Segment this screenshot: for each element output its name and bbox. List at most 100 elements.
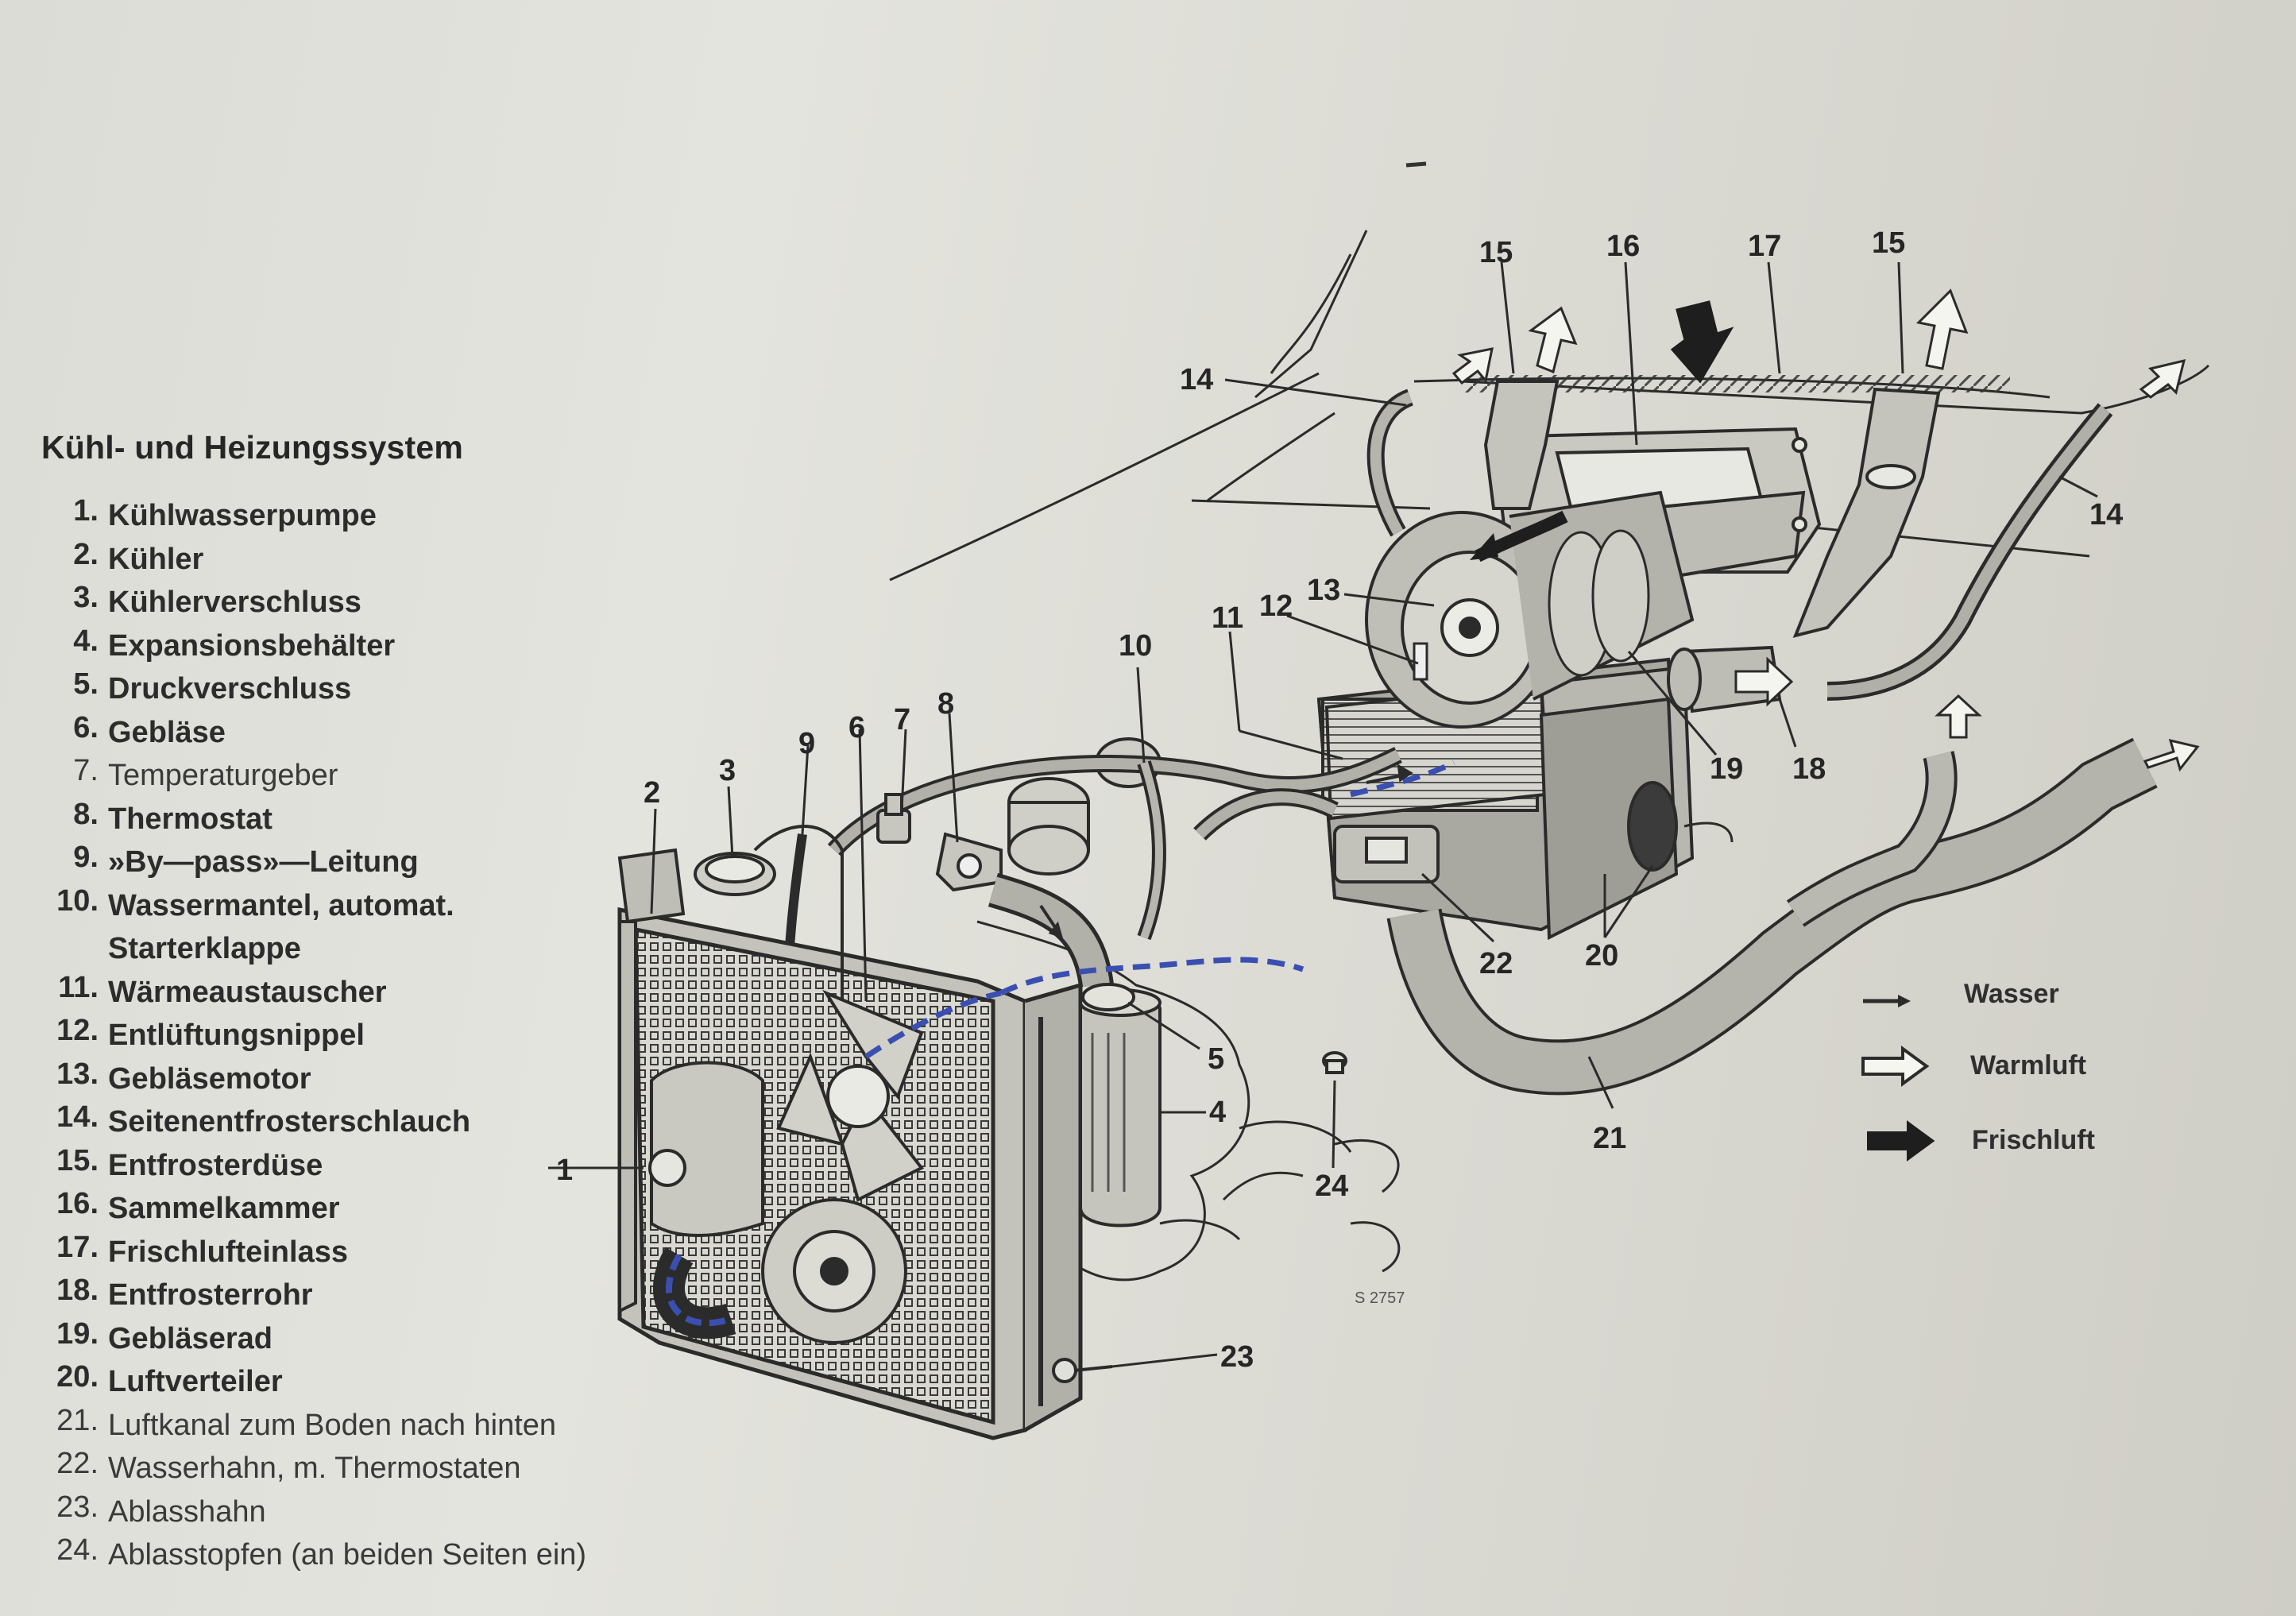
callout-18: 18 <box>1792 752 1826 786</box>
list-item: 11.Wärmeaustauscher <box>58 970 387 1009</box>
engine-block <box>953 920 1401 1352</box>
side-defroster-hose-right <box>1826 403 2113 701</box>
defroster-nozzle-left <box>1483 380 1560 510</box>
callout-2: 2 <box>644 776 660 810</box>
key-water-label: Wasser <box>1964 979 2059 1009</box>
callout-12: 12 <box>1259 590 1293 623</box>
list-item: 2.Kühler <box>73 537 204 576</box>
callout-8: 8 <box>937 687 954 721</box>
key-fresh-air-label: Frischluft <box>1972 1125 2095 1155</box>
collector-chamber <box>1491 427 1822 582</box>
list-item: 16.Sammelkammer <box>56 1187 340 1225</box>
list-item: 12.Entlüftungsnippel <box>56 1014 365 1052</box>
callout-13: 13 <box>1307 574 1340 607</box>
callout-6: 6 <box>848 711 865 744</box>
callout-5: 5 <box>1208 1042 1224 1076</box>
list-item: 5.Druckverschluss <box>73 667 352 706</box>
warm-air-arrow-duct-up <box>1935 694 1982 739</box>
callout-leaders <box>548 261 2098 1368</box>
callout-11: 11 <box>1212 601 1243 635</box>
callout-21: 21 <box>1593 1122 1626 1155</box>
list-item: 13.Gebläsemotor <box>56 1057 311 1096</box>
drawing-code: S 2757 <box>1355 1289 1405 1307</box>
list-item: 15.Entfrosterdüse <box>56 1143 323 1182</box>
list-item: 24.Ablasstopfen (an beiden Seiten ein) <box>56 1533 587 1572</box>
key-water: Wasser <box>1863 979 2059 1009</box>
callout-7: 7 <box>894 703 910 736</box>
warm-air-arrow-icon <box>1861 1046 1930 1087</box>
list-item: 20.Luftverteiler <box>56 1360 283 1398</box>
list-item: 7.Temperaturgeber <box>73 754 338 792</box>
callout-19: 19 <box>1710 752 1743 786</box>
list-item: 19.Gebläserad <box>56 1316 273 1355</box>
list-item: 21.Luftkanal zum Boden nach hinten <box>56 1403 557 1442</box>
side-defroster-hose-left <box>1366 389 1414 537</box>
pressure-cap <box>1081 983 1135 1011</box>
flow-key: Wasser Warmluft Frischluft <box>1861 979 2095 1162</box>
lower-radiator-hose <box>653 1247 736 1340</box>
upper-radiator-hose <box>988 872 1114 988</box>
key-warm-air-label: Warmluft <box>1970 1050 2086 1081</box>
floor-air-duct <box>1386 737 2158 1096</box>
water-flow-arrows <box>1039 764 1413 939</box>
callout-3: 3 <box>719 754 736 787</box>
roof-edge-hatching <box>1462 375 2010 392</box>
callout-14-left: 14 <box>1180 363 1213 396</box>
callout-17: 17 <box>1748 230 1781 263</box>
list-item: 1.Kühlwasserpumpe <box>73 494 377 532</box>
thermostat-housing <box>935 832 1003 892</box>
list-item: 14.Seitenentfrosterschlauch <box>56 1100 471 1139</box>
callout-22: 22 <box>1479 947 1513 980</box>
callout-9: 9 <box>798 727 815 760</box>
expansion-tank <box>1079 988 1162 1227</box>
list-item: 8.Thermostat <box>73 797 273 836</box>
warm-air-arrow-distributor <box>1683 822 1734 843</box>
heater-hoses <box>827 747 1402 941</box>
callout-15-right: 15 <box>1872 226 1905 260</box>
stray-mark <box>1405 161 1427 168</box>
list-item: 22.Wasserhahn, m. Thermostaten <box>56 1447 521 1485</box>
blower-wheel <box>1548 529 1650 677</box>
fresh-air-arrow-inlet <box>1670 300 1734 384</box>
list-item: 4.Expansionsbehälter <box>73 624 396 663</box>
warm-air-arrows-top <box>1451 288 2186 399</box>
defroster-nozzle-right <box>1792 387 1941 638</box>
crank-pulley <box>761 1198 907 1344</box>
warm-air-arrow-18 <box>1734 656 1794 707</box>
callout-14-right: 14 <box>2089 498 2123 532</box>
list-item: 10.Wassermantel, automat. Starterklappe <box>56 883 454 965</box>
air-distributor <box>1539 697 1679 941</box>
callout-16: 16 <box>1606 230 1640 263</box>
water-pump <box>648 1061 764 1237</box>
page-title: Kühl- und Heizungssystem <box>41 429 464 466</box>
key-warm-air: Warmluft <box>1861 1046 2086 1087</box>
callout-20-a: 20 <box>1585 939 1618 972</box>
key-fresh-air: Frischluft <box>1867 1120 2095 1162</box>
temperature-sender <box>876 793 911 844</box>
callout-24: 24 <box>1315 1169 1348 1203</box>
fresh-air-arrow-blower-head <box>1470 533 1498 560</box>
list-item: 18.Entfrosterrohr <box>56 1274 313 1312</box>
list-item: 17.Frischlufteinlass <box>56 1230 348 1269</box>
list-item: 3.Kühlerverschluss <box>73 581 361 619</box>
fresh-air-arrow-icon <box>1867 1120 1935 1162</box>
callout-4: 4 <box>1209 1096 1226 1129</box>
callout-10: 10 <box>1119 629 1152 663</box>
defroster-pipe <box>1667 645 1782 713</box>
list-item: 6.Gebläse <box>73 710 226 749</box>
drain-plug <box>1322 1051 1347 1074</box>
cooling-fan <box>776 989 925 1202</box>
callout-labels: 14 14 15 15 16 17 13 12 11 10 19 18 20 2… <box>556 226 2123 1374</box>
radiator-cap <box>694 852 776 896</box>
water-tap-thermostat <box>1333 825 1440 883</box>
timing-cover <box>753 825 844 1001</box>
water-jacket-auto-choke <box>1007 737 1162 876</box>
callout-15-left: 15 <box>1479 236 1513 269</box>
parts-list: 1.Kühlwasserpumpe 2.Kühler 3.Kühlerversc… <box>32 494 586 1577</box>
list-item: 23.Ablasshahn <box>56 1490 266 1529</box>
callout-1: 1 <box>556 1154 573 1187</box>
callout-23: 23 <box>1220 1340 1254 1374</box>
warm-air-arrow-duct-right <box>2143 738 2200 772</box>
water-flow-path <box>864 760 1455 1059</box>
